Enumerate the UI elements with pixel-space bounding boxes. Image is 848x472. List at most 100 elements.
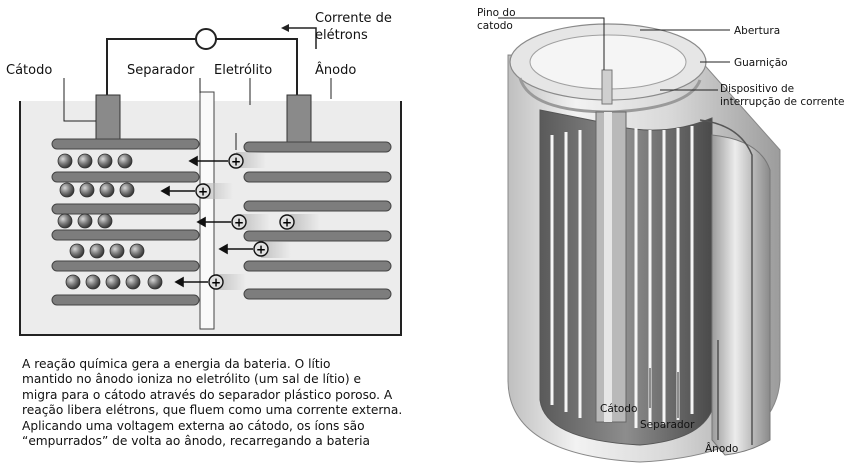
cell-cathode-label: Cátodo — [600, 403, 637, 415]
lithium-ion: + — [231, 214, 247, 230]
unrolled-sheet — [711, 134, 771, 456]
lithium-atom — [97, 153, 113, 169]
lithium-ion: + — [279, 214, 295, 230]
lithium-atom — [147, 274, 163, 290]
cathode-plate — [51, 229, 200, 241]
cid-label-line2: interrupção de corrente — [720, 96, 844, 108]
anode-plate — [243, 141, 392, 153]
lithium-atom — [57, 213, 73, 229]
anode-label: Ânodo — [315, 62, 356, 78]
anode-plate — [243, 260, 392, 272]
separator-membrane — [199, 91, 215, 330]
explanation-caption: A reação química gera a energia da bater… — [22, 357, 462, 449]
cathode-plate — [51, 138, 200, 150]
electron-current-label-line1: Corrente de — [315, 11, 392, 26]
cathode-plate — [51, 294, 200, 306]
electrolyte-label: Eletrólito — [214, 63, 272, 78]
lithium-atom — [65, 274, 81, 290]
anode-plate — [243, 230, 392, 242]
cathode-plate — [51, 260, 200, 272]
cathode-pin — [601, 69, 613, 105]
cathode-pointer — [63, 78, 96, 122]
ion-trail — [290, 214, 320, 230]
electron-current-label-line2: elétrons — [315, 28, 368, 43]
lithium-atoms — [57, 153, 163, 290]
lithium-atom — [99, 182, 115, 198]
svg-text:+: + — [211, 276, 221, 290]
cid-label-line1: Dispositivo de — [720, 83, 794, 95]
current-arrowhead — [281, 24, 289, 32]
ion-arrow — [196, 216, 206, 228]
cylindrical-cell-cutaway: Pino do catodo Abertura Guarnição Dispos… — [477, 7, 844, 463]
caption-line: mantido no ânodo ioniza no eletrólito (u… — [22, 372, 361, 387]
anode-plate — [243, 288, 392, 300]
lithium-atom — [119, 182, 135, 198]
ion-trail — [240, 214, 270, 230]
electrochemical-cell-diagram: + + + + + + Cátodo Separador Eletrólito … — [6, 11, 402, 336]
current-arrow-line — [285, 27, 317, 49]
gasket-label: Guarnição — [734, 57, 788, 69]
lithium-atom — [85, 274, 101, 290]
ion-arrow — [188, 155, 198, 167]
ion-arrow — [160, 185, 170, 197]
external-wire-left — [106, 38, 196, 95]
lithium-ion-migration: + + + + + + — [160, 133, 320, 290]
ion-trail — [236, 152, 266, 168]
cathode-plate — [51, 203, 200, 215]
lithium-ion: + — [253, 241, 269, 257]
cathode-plates — [51, 138, 200, 306]
cathode-plate — [51, 171, 200, 183]
external-wire-right — [216, 38, 298, 95]
caption-line: reação libera elétrons, que fluem como u… — [22, 403, 403, 418]
svg-text:+: + — [234, 216, 244, 230]
leader-lines — [498, 17, 730, 440]
core-highlight — [604, 112, 612, 422]
lithium-atom — [105, 274, 121, 290]
lithium-atom — [117, 153, 133, 169]
anode-tab — [286, 94, 312, 143]
lithium-atom — [59, 182, 75, 198]
vent-label: Abertura — [734, 25, 780, 37]
cathode-label: Cátodo — [6, 63, 52, 78]
ion-arrow — [218, 243, 228, 255]
cell-container — [19, 101, 402, 336]
separator-label: Separador — [127, 63, 195, 78]
caption-line: migra para o cátodo através do separador… — [22, 387, 393, 402]
cell-separator-label: Separador — [640, 419, 695, 431]
lithium-atom — [109, 243, 125, 259]
lithium-ions: + + + + + + — [195, 153, 295, 290]
lithium-atom — [69, 243, 85, 259]
svg-text:+: + — [198, 185, 208, 199]
cathode-pin-label-line1: Pino do — [477, 7, 516, 19]
svg-text:+: + — [231, 155, 241, 169]
svg-text:+: + — [282, 216, 292, 230]
load-circle — [195, 28, 217, 50]
lithium-ion: + — [228, 153, 244, 169]
lithium-atom — [57, 153, 73, 169]
anode-plates — [243, 141, 392, 300]
ion-trail — [203, 183, 233, 199]
ion-arrow — [174, 276, 184, 288]
lithium-atom — [79, 182, 95, 198]
lithium-atom — [89, 243, 105, 259]
lithium-atom — [125, 274, 141, 290]
separator-sheet-edge — [699, 119, 753, 445]
cathode-pin-label-line2: catodo — [477, 20, 513, 32]
caption-line: A reação química gera a energia da bater… — [22, 357, 331, 371]
caption-line: “empurrados” de volta ao ânodo, recarreg… — [22, 434, 370, 449]
lithium-atom — [129, 243, 145, 259]
lithium-atom — [97, 213, 113, 229]
lithium-ion: + — [195, 183, 211, 199]
ion-trail — [216, 274, 246, 290]
cell-anode-label: Ânodo — [705, 442, 738, 455]
anode-plate — [243, 200, 392, 212]
ion-trail — [261, 242, 291, 258]
anode-plate — [243, 171, 392, 183]
lithium-ion: + — [208, 274, 224, 290]
svg-text:+: + — [256, 243, 266, 257]
lithium-atom — [77, 213, 93, 229]
caption-line: Aplicando uma voltagem externa ao cátodo… — [22, 418, 365, 433]
cathode-tab — [95, 94, 121, 143]
lithium-atom — [77, 153, 93, 169]
